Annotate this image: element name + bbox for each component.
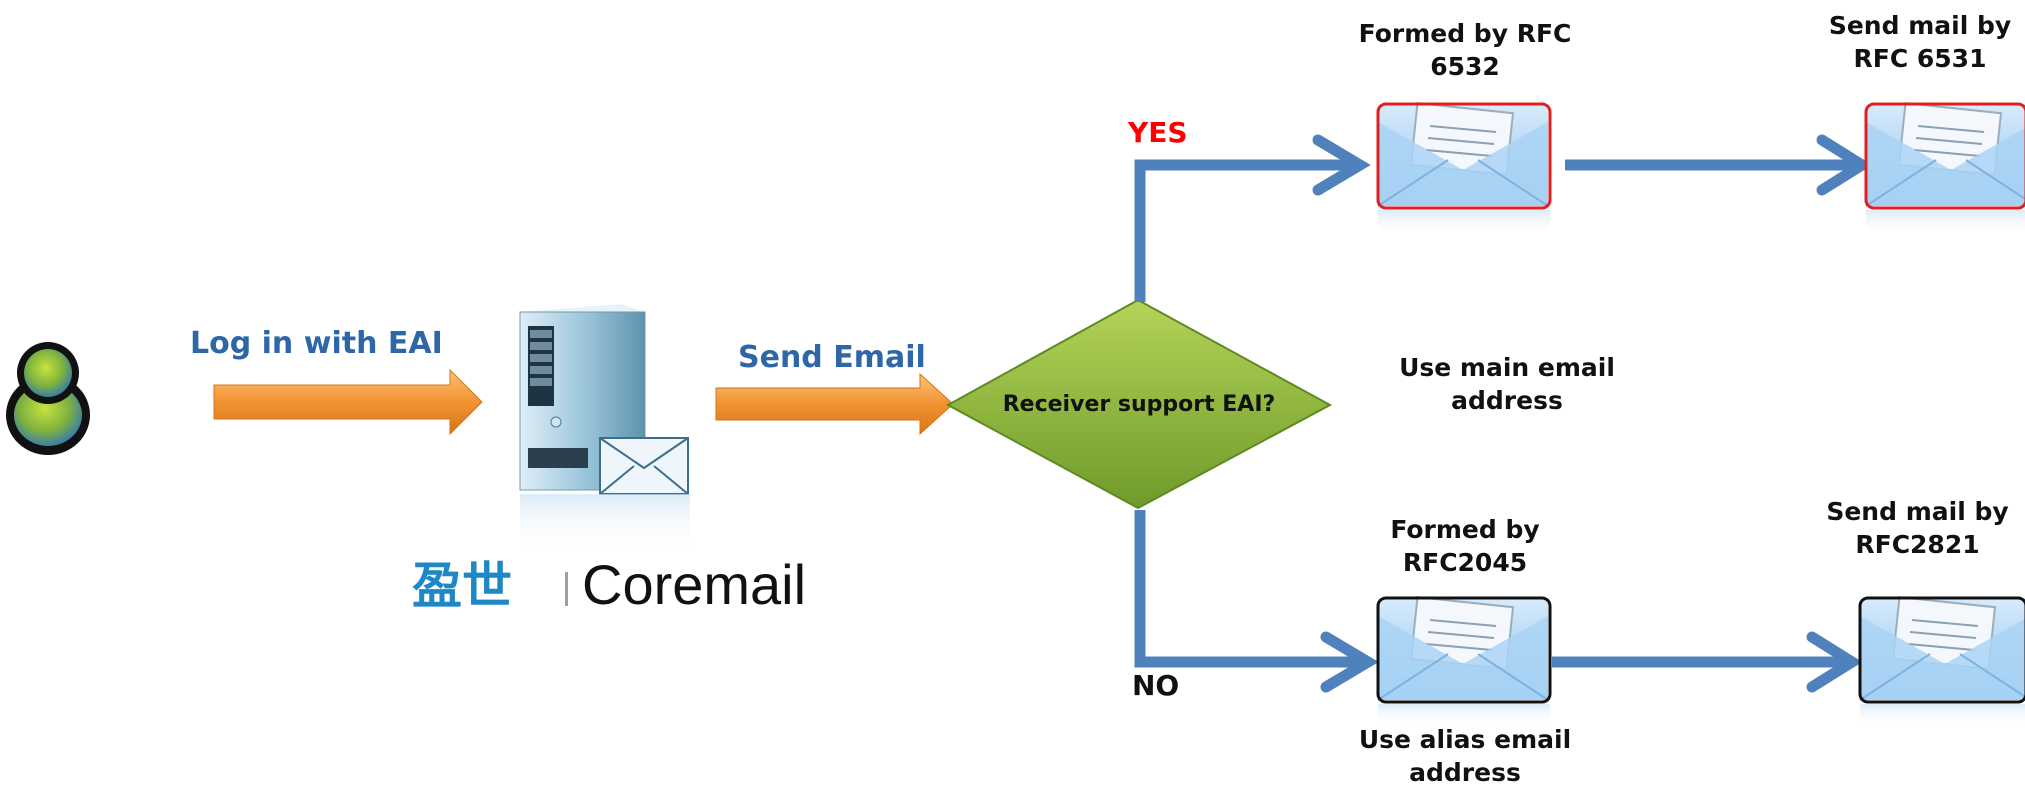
send-rfc6531-line1: Send mail by xyxy=(1828,11,2012,40)
send-rfc6531-label: Send mail by RFC 6531 xyxy=(1825,10,2015,75)
send-rfc2821-line1: Send mail by xyxy=(1826,497,2009,526)
send-rfc2821-label: Send mail by RFC2821 xyxy=(1810,496,2025,561)
formed-rfc6532-label: Formed by RFC 6532 xyxy=(1330,18,1600,83)
use-main-line2: address xyxy=(1451,385,1563,415)
no-arrowhead xyxy=(1320,631,1379,693)
envelope-rfc6531 xyxy=(1864,102,2025,236)
no-branch-line xyxy=(1134,510,1368,668)
use-alias-address-label: Use alias email address xyxy=(1330,724,1600,789)
flow-lines xyxy=(1134,134,1873,693)
yes-branch-line xyxy=(1134,159,1360,302)
formed-rfc6532-line1: Formed by RFC xyxy=(1358,19,1572,48)
envelope-rfc6532 xyxy=(1376,102,1552,236)
yes-forward-arrowhead xyxy=(1816,134,1873,196)
envelope-rfc2821 xyxy=(1858,596,2025,726)
send-rfc2821-line2: RFC2821 xyxy=(1855,529,1980,559)
decision-label: Receiver support EAI? xyxy=(1003,392,1276,417)
login-label: Log in with EAI xyxy=(190,326,443,361)
user-icon xyxy=(6,342,90,455)
yes-label: YES xyxy=(1128,116,1188,149)
formed-rfc2045-line1: Formed by xyxy=(1390,515,1540,544)
logo-chinese: 盈世 xyxy=(412,557,512,615)
use-alias-line1: Use alias email xyxy=(1358,725,1572,754)
formed-rfc6532-line2: 6532 xyxy=(1430,51,1500,81)
send-email-arrow xyxy=(715,372,954,436)
envelope-rfc2045 xyxy=(1376,596,1552,726)
send-rfc6531-line2: RFC 6531 xyxy=(1853,43,1987,73)
login-arrow xyxy=(213,368,483,436)
formed-rfc2045-label: Formed by RFC2045 xyxy=(1340,514,1590,579)
server-icon xyxy=(519,304,690,554)
no-label: NO xyxy=(1132,669,1180,702)
yes-arrowhead xyxy=(1312,134,1371,196)
use-main-address-label: Use main email address xyxy=(1372,352,1642,417)
decision-diamond: Receiver support EAI? xyxy=(945,298,1333,510)
coremail-logo: 盈世 Coremail xyxy=(412,553,806,616)
no-forward-arrowhead xyxy=(1806,631,1863,693)
send-email-label: Send Email xyxy=(738,340,926,375)
use-main-line1: Use main email xyxy=(1399,353,1615,382)
logo-latin: Coremail xyxy=(582,553,806,616)
use-alias-line2: address xyxy=(1409,757,1521,787)
formed-rfc2045-line2: RFC2045 xyxy=(1402,547,1528,577)
